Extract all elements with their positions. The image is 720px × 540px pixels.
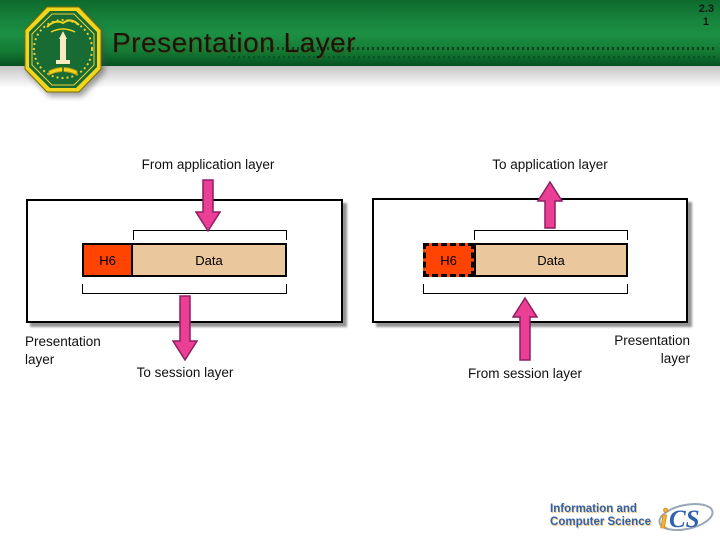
side-label-line1: Presentation (25, 334, 101, 349)
arrow-up-icon (512, 296, 538, 361)
header-bar (0, 0, 720, 66)
packet-data-cell: Data (474, 243, 628, 277)
presentation-layer-side-label-left: Presentation layer (25, 333, 145, 369)
packet-header-cell: H6 (82, 243, 133, 277)
arrow-down-icon (195, 179, 221, 233)
packet-bracket-bottom (82, 284, 287, 294)
department-name-line2: Computer Science (550, 516, 651, 528)
packet-data-cell: Data (133, 243, 287, 277)
ics-logo-cs: CS (669, 506, 700, 533)
slide-number-line2: 1 (702, 16, 709, 28)
arrow-up-icon (537, 180, 563, 229)
from-session-layer-label: From session layer (467, 366, 583, 381)
to-session-layer-label: To session layer (136, 365, 234, 380)
department-logo: Information and Computer Science i CS (550, 495, 714, 537)
slide-number: 2.3 1 (680, 3, 714, 29)
to-application-layer-label: To application layer (492, 157, 608, 172)
side-label-line2: layer (660, 351, 690, 366)
packet-bracket-bottom (423, 284, 628, 294)
slide-number-line1: 2.3 (698, 3, 714, 15)
header-shadow (0, 66, 720, 88)
header-dotted-line (262, 47, 714, 50)
university-emblem-icon (24, 6, 102, 93)
ics-logo-icon: i CS (658, 502, 714, 535)
data-bracket-top (474, 230, 628, 240)
ics-logo-i: i (660, 504, 668, 535)
header-dotted-line (228, 56, 716, 58)
department-name-line1: Information and (550, 503, 637, 515)
side-label-line2: layer (25, 352, 55, 367)
data-bracket-top (133, 230, 287, 240)
packet-header-cell-dashed: H6 (423, 243, 474, 277)
page-title: Presentation Layer (112, 27, 357, 58)
department-name: Information and Computer Science (550, 503, 651, 529)
arrow-down-icon (172, 295, 198, 362)
side-label-line1: Presentation (614, 333, 690, 348)
from-application-layer-label: From application layer (141, 157, 275, 172)
presentation-layer-side-label-right: Presentation layer (570, 332, 690, 368)
